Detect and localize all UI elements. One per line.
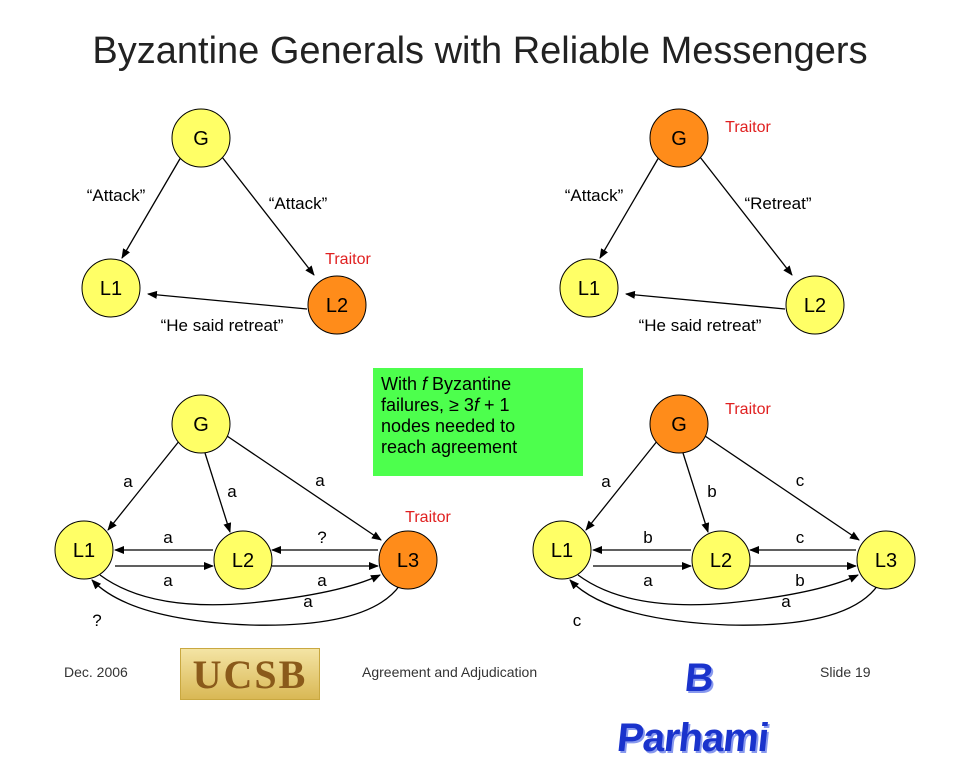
note-var-f: f	[422, 374, 428, 394]
edge-label-l1-l2: a	[163, 571, 173, 590]
node-l1-label: L1	[578, 278, 600, 300]
edge-g-l1	[599, 156, 660, 259]
edge-label-l2-l1: b	[643, 528, 652, 547]
ucsb-logo: UCSB	[180, 648, 320, 700]
edge-label-l1-l2: a	[643, 571, 653, 590]
edge-g-l1	[107, 439, 181, 531]
edge-l2-l1	[625, 290, 786, 310]
edge-g-l1	[585, 439, 659, 531]
edge-label-g-l2: a	[227, 482, 237, 501]
edge-label-l2-l3: a	[317, 571, 327, 590]
node-g	[649, 108, 709, 168]
node-l2-label: L2	[326, 295, 348, 317]
edge-label-g-l1: “Attack”	[87, 186, 146, 205]
edge-label-l2-l1: “He said retreat”	[639, 316, 762, 335]
node-l3	[856, 530, 916, 590]
traitor-label: Traitor	[405, 509, 451, 526]
node-g-label: G	[671, 128, 687, 150]
edge-label-l1-l3: a	[303, 592, 313, 611]
node-g	[171, 394, 231, 454]
edge-label-g-l2: “Attack”	[269, 194, 328, 213]
edge-l3-l1	[91, 579, 401, 626]
edge-label-g-l1: a	[123, 472, 133, 491]
edge-label-g-l3: c	[796, 471, 805, 490]
edge-g-l2	[204, 452, 232, 533]
edge-l1-l3	[577, 574, 859, 606]
edge-label-l3-l1: c	[573, 611, 582, 630]
agreement-note: With f Byzantine failures, ≥ 3f + 1 node…	[373, 368, 583, 476]
edge-label-g-l2: b	[707, 482, 716, 501]
footer-date: Dec. 2006	[64, 664, 128, 680]
node-l1-label: L1	[100, 278, 122, 300]
diagram-1: G L1 L2 “Attack” “Attack” “He said retre…	[81, 108, 371, 335]
edge-label-g-l1: a	[601, 472, 611, 491]
node-l2-label: L2	[232, 550, 254, 572]
edge-l2-l1	[147, 290, 308, 310]
note-geq-symbol: ≥	[449, 395, 459, 415]
node-l2	[691, 530, 751, 590]
node-l3	[378, 530, 438, 590]
node-g-label: G	[671, 414, 687, 436]
edge-g-l2	[682, 452, 710, 533]
node-l2-label: L2	[710, 550, 732, 572]
note-line-1: With f Byzantine	[381, 374, 575, 395]
edge-l3-l1	[569, 579, 879, 626]
note-text: + 1	[478, 395, 510, 415]
node-g	[649, 394, 709, 454]
edge-g-l3	[704, 435, 860, 541]
edge-g-l1	[121, 156, 182, 259]
note-line-2: failures, ≥ 3f + 1	[381, 395, 575, 416]
page-title: Byzantine Generals with Reliable Messeng…	[92, 30, 868, 72]
edge-label-l2-l1: a	[163, 528, 173, 547]
node-l2	[213, 530, 273, 590]
diagram-2: G L1 L2 “Attack” “Retreat” “He said retr…	[559, 108, 845, 335]
traitor-label: Traitor	[325, 251, 371, 268]
edge-label-g-l2: “Retreat”	[744, 194, 811, 213]
node-l1-label: L1	[551, 540, 573, 562]
edge-label-l3-l2: ?	[317, 528, 326, 547]
diagram-4: G L1 L2 L3 a b c b a c b a c Traitor	[532, 394, 916, 630]
edge-label-l1-l3: a	[781, 592, 791, 611]
traitor-label: Traitor	[725, 119, 771, 136]
node-l2-label: L2	[804, 295, 826, 317]
node-g-label: G	[193, 414, 209, 436]
note-var-f: f	[473, 395, 479, 415]
footer-title: Agreement and Adjudication	[362, 664, 538, 680]
edge-label-l2-l3: b	[795, 571, 804, 590]
note-text: failures,	[381, 395, 450, 415]
node-l3-label: L3	[875, 550, 897, 572]
node-g	[171, 108, 231, 168]
node-l2	[785, 275, 845, 335]
note-line-4: reach agreement	[381, 437, 518, 457]
diagram-3: G L1 L2 L3 a a a a a ? a a ? Traitor	[54, 394, 451, 630]
edge-g-l3	[226, 435, 382, 541]
traitor-label: Traitor	[725, 401, 771, 418]
node-l1	[81, 258, 141, 318]
author-logo: B Parhami	[614, 656, 771, 760]
node-l2	[307, 275, 367, 335]
edge-label-l3-l1: ?	[92, 611, 101, 630]
edge-label-l3-l2: c	[796, 528, 805, 547]
node-l3-label: L3	[397, 550, 419, 572]
edge-l1-l3	[99, 574, 381, 606]
diagrams-canvas: G L1 L2 “Attack” “Attack” “He said retre…	[54, 108, 916, 630]
edge-label-g-l1: “Attack”	[565, 186, 624, 205]
node-l1	[532, 520, 592, 580]
node-l1	[559, 258, 619, 318]
edge-g-l2	[221, 156, 315, 276]
edge-g-l2	[699, 156, 793, 276]
node-l1-label: L1	[73, 540, 95, 562]
edge-label-l2-l1: “He said retreat”	[161, 316, 284, 335]
note-text: Byzantine	[427, 374, 512, 394]
node-g-label: G	[193, 128, 209, 150]
note-line-3: nodes needed to	[381, 416, 516, 436]
note-text: With	[381, 374, 423, 394]
node-l1	[54, 520, 114, 580]
note-text: 3	[458, 395, 474, 415]
edge-label-g-l3: a	[315, 471, 325, 490]
footer-slide-number: Slide 19	[820, 664, 871, 680]
